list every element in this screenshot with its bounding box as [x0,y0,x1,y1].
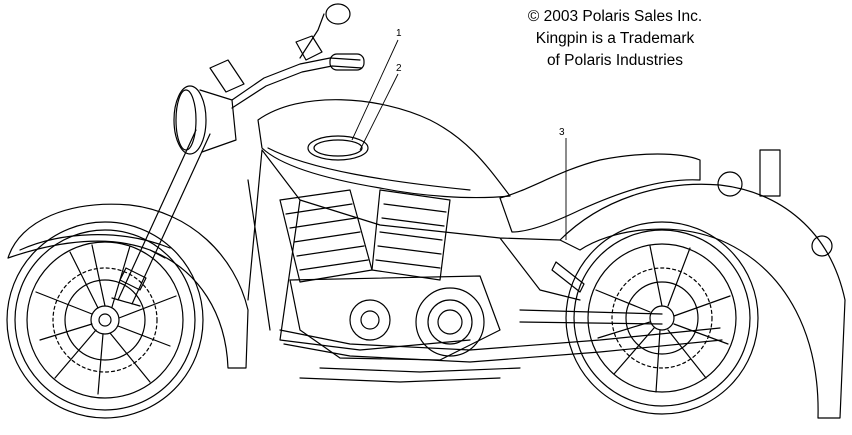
handlebar-assembly [209,3,365,109]
front-fender [7,203,249,369]
front-wheel [6,221,204,419]
exhaust-pipe [279,327,723,363]
rear-shock [551,261,585,293]
callout-1-leader [351,39,399,141]
swingarm [519,309,663,325]
engine [279,189,501,361]
frame [247,149,581,351]
front-fork [111,129,211,307]
callout-3-number: 3 [559,127,565,138]
callout-1-number: 1 [396,28,402,39]
copyright-line-3: of Polaris Industries [546,52,684,69]
copyright-line-2: Kingpin is a Trademark [535,30,695,47]
copyright-line-1: © 2003 Polaris Sales Inc. [527,8,703,25]
headlight [173,85,237,155]
callout-2-number: 2 [396,63,402,74]
rear-fender [559,183,846,419]
seat [499,153,701,233]
rear-wheel [565,221,759,415]
callout-2-leader [359,73,399,151]
fuel-tank [257,99,511,199]
copyright-notice: © 2003 Polaris Sales Inc. Kingpin is a T… [490,6,740,72]
